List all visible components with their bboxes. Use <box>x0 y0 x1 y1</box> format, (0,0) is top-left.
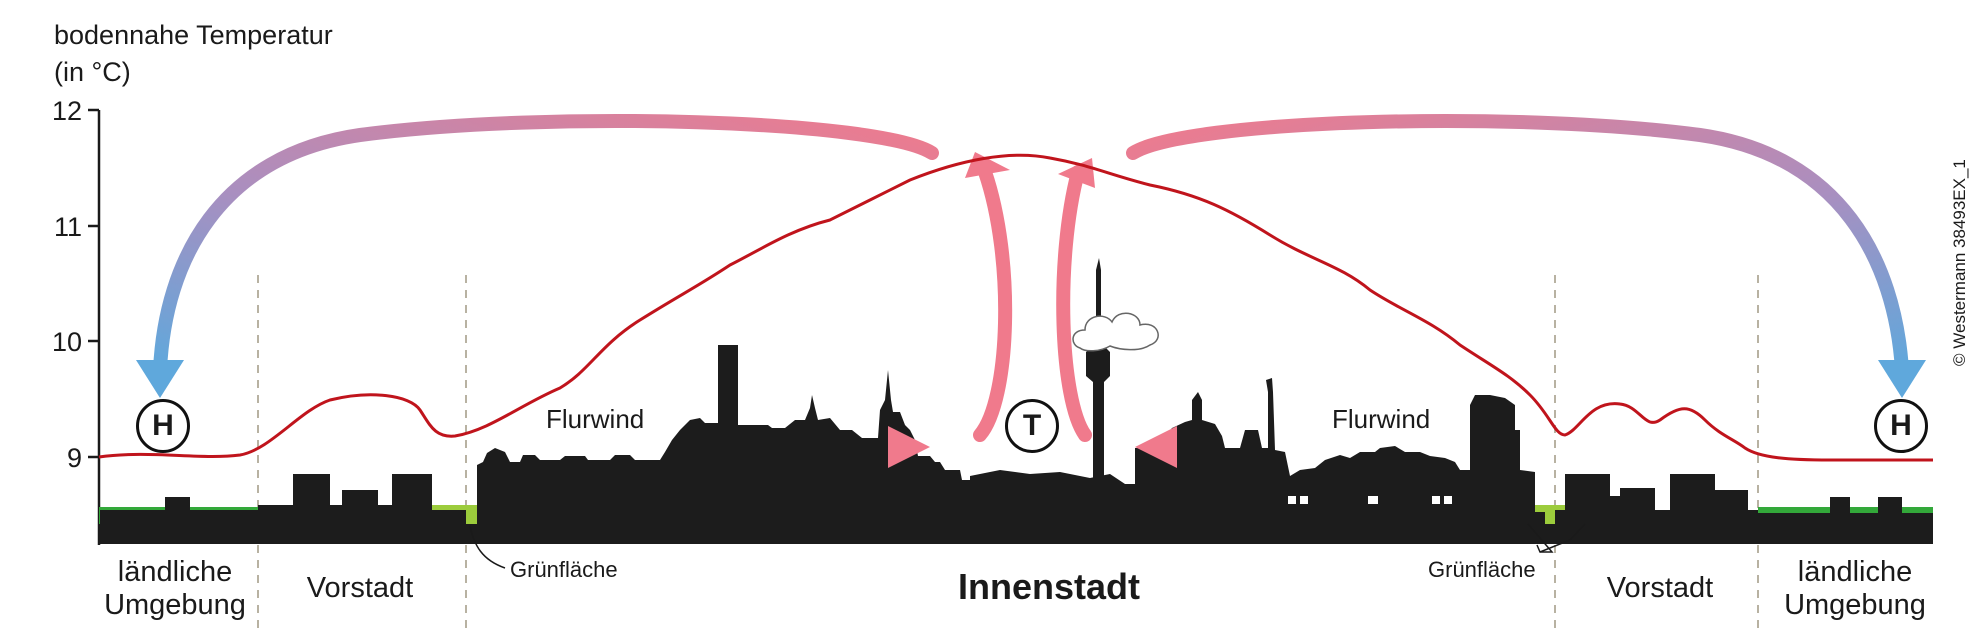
rising-air-right <box>1056 165 1092 442</box>
flurwind-right-label: Flurwind <box>1332 404 1431 434</box>
greenspace-left-label: Grünfläche <box>510 557 618 582</box>
zone-right-rural-line2: Umgebung <box>1784 589 1926 621</box>
zone-left-rural-line1: ländliche <box>117 556 233 588</box>
zone-right-suburb: Vorstadt <box>1606 572 1714 604</box>
right-circulation-arc <box>1126 114 1909 377</box>
left-circulation-arc <box>153 114 939 377</box>
right-cold-air-arrowhead <box>1878 360 1926 398</box>
zone-right-rural: ländliche Umgebung <box>1780 556 1930 622</box>
flurwind-left-head <box>888 426 930 468</box>
ground-base <box>99 524 1933 544</box>
zone-left-suburb: Vorstadt <box>306 572 414 604</box>
y-axis-title-line2: (in °C) <box>54 57 131 87</box>
left-cold-air-arrowhead <box>136 360 184 398</box>
zone-center: Innenstadt <box>958 566 1141 607</box>
zone-left-rural-line2: Umgebung <box>104 589 246 621</box>
high-pressure-left-marker: H <box>136 399 190 453</box>
flurwind-right-head <box>1135 426 1177 468</box>
flurwind-left-label: Flurwind <box>546 404 645 434</box>
y-tick-9: 9 <box>67 443 82 473</box>
rising-air-left <box>973 165 1013 442</box>
greenspace-right-label: Grünfläche <box>1428 557 1536 582</box>
city-skyline <box>100 258 1933 524</box>
y-tick-11: 11 <box>54 212 82 242</box>
zone-right-rural-line1: ländliche <box>1797 556 1913 588</box>
copyright-notice: © Westermann 38493EX_1 <box>1950 159 1969 366</box>
cloud-icon <box>1072 312 1159 352</box>
zone-left-rural: ländliche Umgebung <box>100 556 250 622</box>
temperature-curve <box>98 153 1933 462</box>
air-circulation-arrows <box>136 114 1926 468</box>
y-tick-12: 12 <box>52 96 82 126</box>
y-axis: 12 11 10 9 <box>52 96 101 545</box>
low-pressure-center-marker: T <box>1005 399 1059 453</box>
y-axis-title-line1: bodennahe Temperatur <box>54 20 333 50</box>
y-tick-10: 10 <box>52 327 82 357</box>
high-pressure-right-marker: H <box>1874 399 1928 453</box>
